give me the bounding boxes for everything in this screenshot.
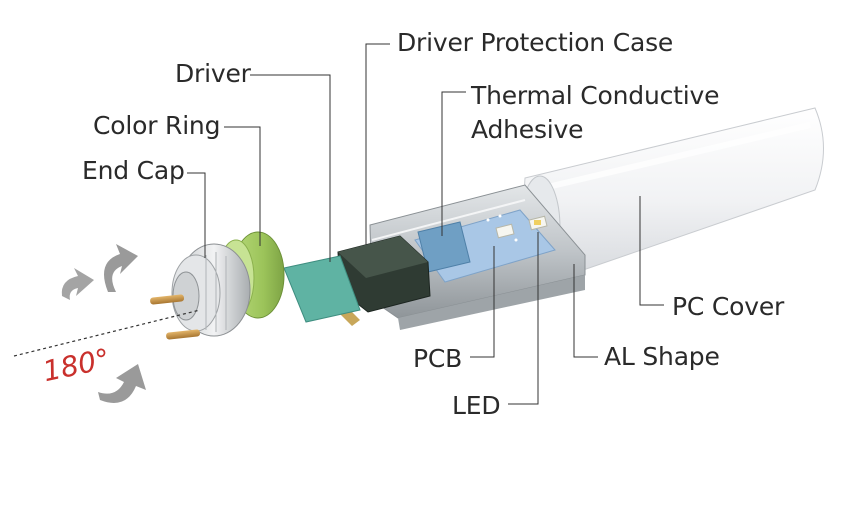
leader-pc-cover	[639, 196, 664, 306]
leader-color-ring	[224, 126, 261, 246]
label-color-ring: Color Ring	[93, 111, 221, 140]
leader-lines	[187, 43, 664, 405]
leader-end-cap	[187, 172, 206, 258]
leader-thermal-conductive-adhesive	[441, 91, 466, 236]
rotation-axis	[13, 309, 201, 357]
driver-protection-case	[334, 235, 431, 326]
driver-board	[283, 255, 361, 323]
label-driver-protection-case: Driver Protection Case	[397, 28, 674, 57]
curved-arrow-icon	[61, 244, 146, 403]
leader-led	[508, 232, 539, 405]
pin-icon	[150, 294, 201, 340]
leader-al-shape	[573, 264, 598, 358]
label-driver: Driver	[175, 59, 251, 88]
leader-pcb	[470, 246, 495, 358]
label-pc-cover: PC Cover	[672, 292, 785, 321]
leader-driver-protection-case	[365, 43, 390, 245]
end-cap	[171, 243, 251, 337]
leader-driver	[250, 74, 331, 262]
label-end-cap: End Cap	[82, 156, 185, 185]
label-pcb: PCB	[413, 344, 463, 373]
label-al-shape: AL Shape	[604, 342, 720, 371]
label-led: LED	[452, 391, 501, 420]
label-thermal-conductive-adhesive: Thermal Conductive Adhesive	[471, 81, 720, 144]
